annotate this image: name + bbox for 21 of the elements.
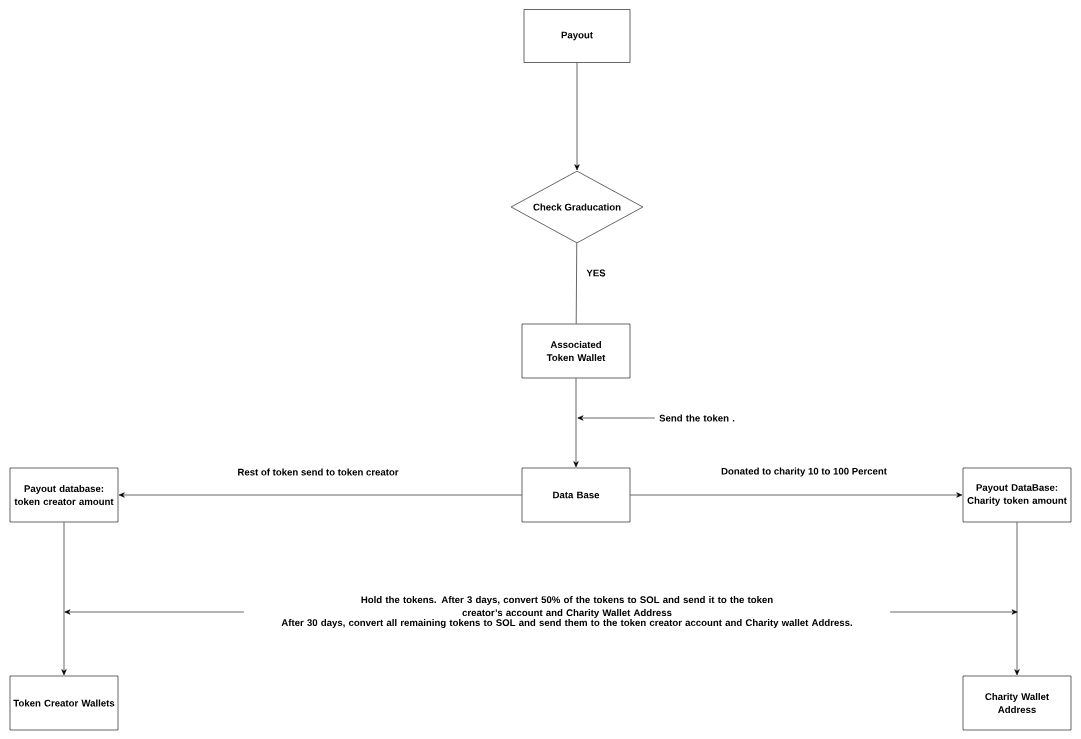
- arrow: [574, 62, 580, 171]
- arrow: [889, 609, 1018, 615]
- process-box: Payout database: token creator amount: [9, 467, 119, 523]
- arrow: [61, 522, 67, 676]
- arrow: [630, 492, 963, 498]
- arrow: [1014, 522, 1020, 676]
- process-box: Payout: [523, 9, 631, 63]
- arrow: [577, 415, 656, 421]
- arrow: [118, 492, 522, 498]
- note-text: Hold the tokens. After 3 days, convert 50% of the tokens to SOL and send it to the token creator’s account and Charity Wallet Address After 30 days, convert all remaining tokens to SOL and send them to the token creator account and Charity wallet Address.: [281, 596, 852, 628]
- process-box: Token Creator Wallets: [9, 675, 119, 731]
- process-box: Payout DataBase: Charity token amount: [962, 467, 1072, 523]
- process-box: Associated Token Wallet: [521, 323, 631, 379]
- edge-label: YES: [585, 268, 607, 278]
- process-box: Charity Wallet Address: [962, 675, 1072, 731]
- note-text: Send the token .: [659, 414, 735, 422]
- arrow: [573, 378, 579, 468]
- edge-label: Rest of token send to token creator: [236, 467, 400, 477]
- edge-label: Donated to charity 10 to 100 Percent: [720, 466, 888, 478]
- arrow: [64, 609, 245, 615]
- process-box: Data Base: [521, 467, 631, 523]
